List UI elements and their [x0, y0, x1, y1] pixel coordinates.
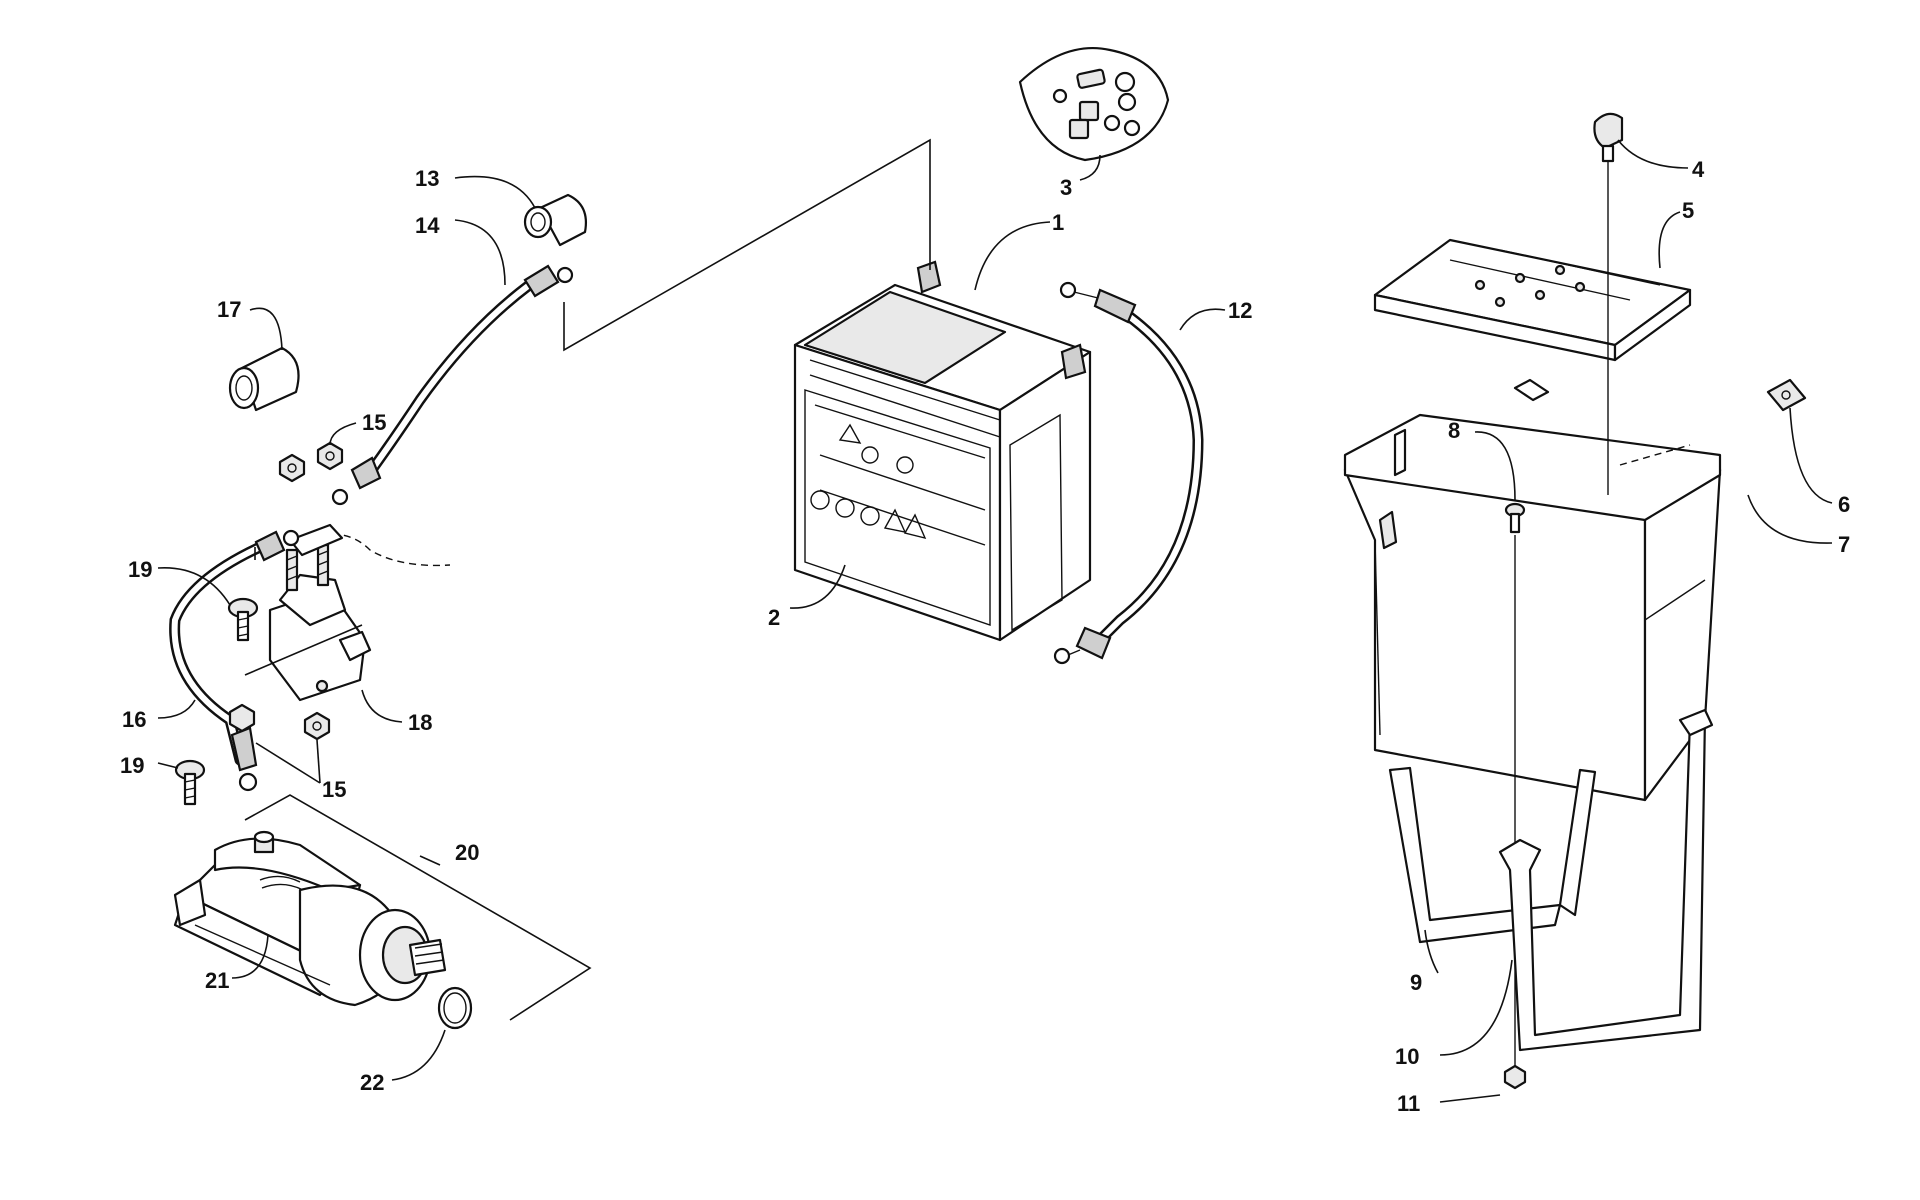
terminal-boot-13	[523, 193, 587, 247]
callout-13: 13	[415, 166, 439, 191]
starter-cable-16	[169, 529, 300, 792]
callout-4: 4	[1692, 157, 1705, 182]
screw-8	[1504, 502, 1526, 534]
callout-2: 2	[768, 605, 780, 630]
bolt-19-lower	[174, 759, 206, 806]
starter-motor	[173, 830, 447, 1007]
positive-cable-14	[331, 264, 574, 506]
positive-lead-path	[563, 138, 931, 352]
callout-8: 8	[1448, 418, 1460, 443]
callout-20: 20	[455, 840, 479, 865]
callout-22: 22	[360, 1070, 384, 1095]
callout-18: 18	[408, 710, 432, 735]
starter-solenoid	[268, 523, 451, 702]
o-ring	[437, 986, 473, 1030]
terminal-hardware-bag	[1018, 46, 1170, 162]
knob-4	[1593, 112, 1624, 163]
callout-21: 21	[205, 968, 229, 993]
callout-7: 7	[1838, 532, 1850, 557]
leader-lines	[157, 139, 1833, 1103]
nut-15-lower	[303, 711, 331, 741]
callout-17: 17	[217, 297, 241, 322]
bolt-19-upper	[227, 597, 259, 642]
battery-box-lid	[1373, 238, 1692, 402]
callout-1: 1	[1052, 210, 1064, 235]
nut-15-upper	[278, 441, 344, 483]
callout-15-upper: 15	[362, 410, 386, 435]
hold-down-strap-9	[1388, 766, 1597, 944]
negative-battery-cable	[1053, 281, 1204, 665]
callout-14: 14	[415, 213, 440, 238]
callout-labels: 1 2 3 4 5 6 7 8 9 10 11 12 13 14 15 15 1…	[120, 157, 1850, 1116]
terminal-boot-17	[228, 346, 300, 412]
callout-19-lower: 19	[120, 753, 144, 778]
clip-6	[1766, 378, 1807, 412]
callout-10: 10	[1395, 1044, 1419, 1069]
hold-down-strap-10	[1498, 708, 1714, 1052]
washer-15-lower	[228, 703, 256, 733]
nut-11	[1503, 1064, 1527, 1090]
callout-9: 9	[1410, 970, 1422, 995]
callout-3: 3	[1060, 175, 1072, 200]
callout-6: 6	[1838, 492, 1850, 517]
callout-12: 12	[1228, 298, 1252, 323]
battery-box	[1343, 413, 1722, 802]
callout-16: 16	[122, 707, 146, 732]
callout-11: 11	[1397, 1091, 1420, 1116]
callout-19-upper: 19	[128, 557, 152, 582]
battery	[793, 260, 1092, 642]
callout-15-lower: 15	[322, 777, 346, 802]
callout-5: 5	[1682, 198, 1694, 223]
